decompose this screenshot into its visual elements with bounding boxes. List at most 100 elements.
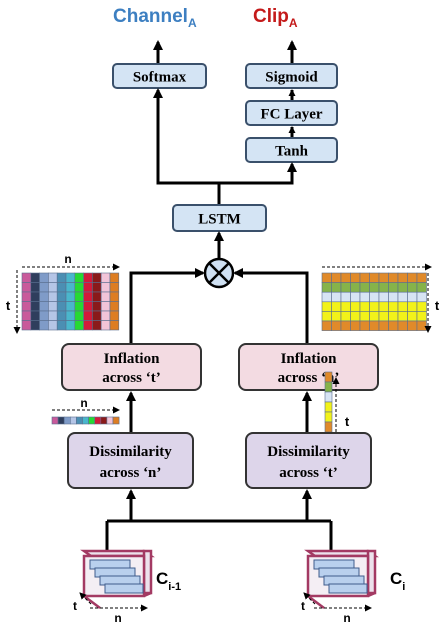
heatmap-right-cell <box>340 301 351 312</box>
cube-left-t-axis <box>79 592 92 605</box>
cube-left <box>80 549 155 609</box>
heatmap-left-cell <box>56 291 67 302</box>
heatmap-right-cell <box>369 320 380 331</box>
heatmap-left-cell <box>21 320 32 331</box>
heatmap-left-cell <box>30 282 40 293</box>
heatmap-left-cell <box>39 291 49 302</box>
heatmap-right-cell <box>407 282 418 293</box>
clip-output-sub: A <box>289 16 298 30</box>
heatmap-right-cell <box>397 291 408 303</box>
heatmap-left-cell <box>56 320 67 331</box>
heatmap-right-cell <box>397 272 408 283</box>
heatmap-right-cell <box>340 272 351 283</box>
heatmap-right-cell <box>388 301 399 312</box>
heatmap-left-cell <box>48 301 58 312</box>
heatmap-right-cell <box>369 301 380 312</box>
heatmap-right-cell <box>378 320 389 331</box>
heatmap-right-cell <box>388 320 399 331</box>
heatmap-right-cell <box>378 291 389 303</box>
inflation-n-line1: Inflation <box>281 351 338 367</box>
heatmap-left-cell <box>109 301 120 312</box>
heatmap-left-cell <box>92 272 102 283</box>
heatmap-left-cell <box>100 310 111 321</box>
heatmap-left-cell <box>65 282 76 293</box>
heatmap-left-cell <box>65 320 76 331</box>
left-branch-to-multiply-line <box>129 268 205 344</box>
fc-layer-box: FC Layer <box>245 100 338 126</box>
inflation-n-line2: across ‘n’ <box>278 370 340 386</box>
strip-n-label: n <box>80 396 87 410</box>
heatmap-left-cell <box>83 272 93 283</box>
heatmap-left-cell <box>100 282 111 293</box>
heatmap-right-cell <box>331 301 342 312</box>
heatmap-left-cell <box>74 282 84 293</box>
heatmap-right-cell <box>407 291 418 303</box>
strip-t-cell <box>324 421 333 433</box>
heatmap-left-cell <box>56 310 67 321</box>
heatmap-right-cell <box>388 291 399 303</box>
heatmap-left-cell <box>30 291 40 302</box>
heatmap-left-cell <box>83 291 93 302</box>
heatmap-right-cell <box>369 272 380 283</box>
heatmap-right-cell <box>416 311 427 322</box>
strip-n-cell <box>112 416 120 425</box>
heatmap-right-cell <box>350 282 361 293</box>
heatmap-left-cell <box>83 320 93 331</box>
cube-right-n-label: n <box>343 611 350 625</box>
heatmap-right-cell <box>340 282 351 293</box>
strip-t-cell <box>324 391 333 403</box>
heatmap-left <box>21 272 120 331</box>
strip-t-cell <box>324 381 333 393</box>
heatmap-left-cell <box>39 272 49 283</box>
heatmap-left-cell <box>100 272 111 283</box>
heatmap-left-cell <box>39 320 49 331</box>
clip-output-main: Clip <box>253 6 289 27</box>
heatmap-right-cell <box>416 272 427 283</box>
heatmap-left-cell <box>30 310 40 321</box>
heatmap-right-cell <box>350 291 361 303</box>
heatmap-left-t-label: t <box>6 298 11 313</box>
heatmap-right-cell <box>359 311 370 322</box>
lstm-to-softmax-line <box>153 88 221 205</box>
heatmap-right-t-label: t <box>435 298 440 313</box>
heatmap-right-cell <box>321 272 332 283</box>
heatmap-right-cell <box>407 301 418 312</box>
strip-n-cell <box>76 416 83 425</box>
heatmap-right-cell <box>369 282 380 293</box>
dissimilarity-across-n-box: Dissimilarity across ‘n’ <box>67 432 194 489</box>
strip-n-cell <box>94 416 102 425</box>
heatmap-left-cell <box>48 310 58 321</box>
heatmap-left-cell <box>109 291 120 302</box>
heatmap-left-cell <box>100 291 111 302</box>
heatmap-right-cell <box>388 282 399 293</box>
heatmap-right-cell <box>321 291 332 303</box>
dissim-n-line1: Dissimilarity <box>89 444 172 460</box>
heatmap-left-cell <box>109 310 120 321</box>
dissim-t-line1: Dissimilarity <box>267 444 350 460</box>
strip-t-cell <box>324 401 333 413</box>
heatmap-right-cell <box>340 291 351 303</box>
fc-layer-label: FC Layer <box>260 107 322 123</box>
softmax-label: Softmax <box>133 70 187 86</box>
heatmap-left-cell <box>39 301 49 312</box>
sigmoid-label: Sigmoid <box>265 70 318 86</box>
heatmap-left-cell <box>30 320 40 331</box>
cube-right-t-label: t <box>301 599 305 613</box>
heatmap-right-cell <box>388 311 399 322</box>
heatmap-right-cell <box>331 291 342 303</box>
heatmap-left-cell <box>21 282 32 293</box>
heatmap-right-cell <box>350 320 361 331</box>
heatmap-right-cell <box>321 301 332 312</box>
heatmap-left-cell <box>65 291 76 302</box>
channel-output-main: Channel <box>113 6 188 27</box>
dissim-t-line2: across ‘t’ <box>279 465 337 481</box>
heatmap-left-cell <box>74 272 84 283</box>
strip-n-cell <box>88 416 95 425</box>
heatmap-right-cell <box>397 311 408 322</box>
heatmap-right-cell <box>331 282 342 293</box>
heatmap-left-cell <box>92 320 102 331</box>
heatmap-left-cell <box>39 310 49 321</box>
heatmap-left-cell <box>21 291 32 302</box>
heatmap-right-cell <box>331 320 342 331</box>
heatmap-left-cell <box>109 282 120 293</box>
